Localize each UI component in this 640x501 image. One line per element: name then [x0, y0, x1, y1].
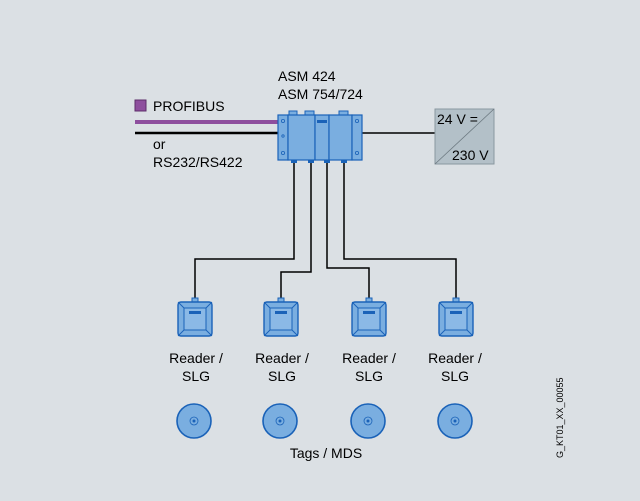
- interface-module[interactable]: [277, 110, 363, 163]
- reader-1[interactable]: [177, 297, 213, 337]
- tag-1[interactable]: [176, 403, 212, 439]
- alt-bus-label: RS232/RS422: [153, 154, 243, 170]
- reader-2-label-line1: Reader /: [255, 350, 309, 366]
- reader-3-label-line2: SLG: [355, 368, 383, 384]
- module-label-asm424: ASM 424: [278, 68, 336, 84]
- reader-indicator: [363, 311, 375, 314]
- figure-id: G_KT01_XX_00055: [555, 377, 565, 458]
- power-supply-diagonal: [434, 108, 495, 165]
- reader-indicator: [189, 311, 201, 314]
- tags-label: Tags / MDS: [290, 445, 362, 461]
- reader-indicator: [275, 311, 287, 314]
- power-supply[interactable]: 24 V = 230 V: [434, 108, 495, 165]
- cable-reader-1: [194, 162, 295, 300]
- tag-3[interactable]: [350, 403, 386, 439]
- cable-reader-3: [326, 162, 370, 300]
- reader-cables: [194, 162, 457, 300]
- reader-4-label-line2: SLG: [441, 368, 469, 384]
- tag-4[interactable]: [437, 403, 473, 439]
- reader-4-label-line1: Reader /: [428, 350, 482, 366]
- cable-reader-2: [280, 162, 312, 300]
- reader-indicator: [450, 311, 462, 314]
- cable-reader-4: [343, 162, 457, 300]
- reader-3-label-line1: Reader /: [342, 350, 396, 366]
- reader-3[interactable]: [351, 297, 387, 337]
- reader-1-label-line2: SLG: [182, 368, 210, 384]
- module-label-asm754: ASM 754/724: [278, 86, 363, 102]
- reader-4[interactable]: [438, 297, 474, 337]
- tag-2[interactable]: [262, 403, 298, 439]
- profibus-legend-label: PROFIBUS: [153, 98, 225, 114]
- power-supply-input-label: 230 V: [452, 147, 489, 163]
- reader-1-label-line1: Reader /: [169, 350, 223, 366]
- reader-2-label-line2: SLG: [268, 368, 296, 384]
- profibus-legend-icon: [134, 99, 147, 112]
- alt-bus-label-or: or: [153, 136, 166, 152]
- power-supply-output-label: 24 V =: [437, 111, 478, 127]
- reader-2[interactable]: [263, 297, 299, 337]
